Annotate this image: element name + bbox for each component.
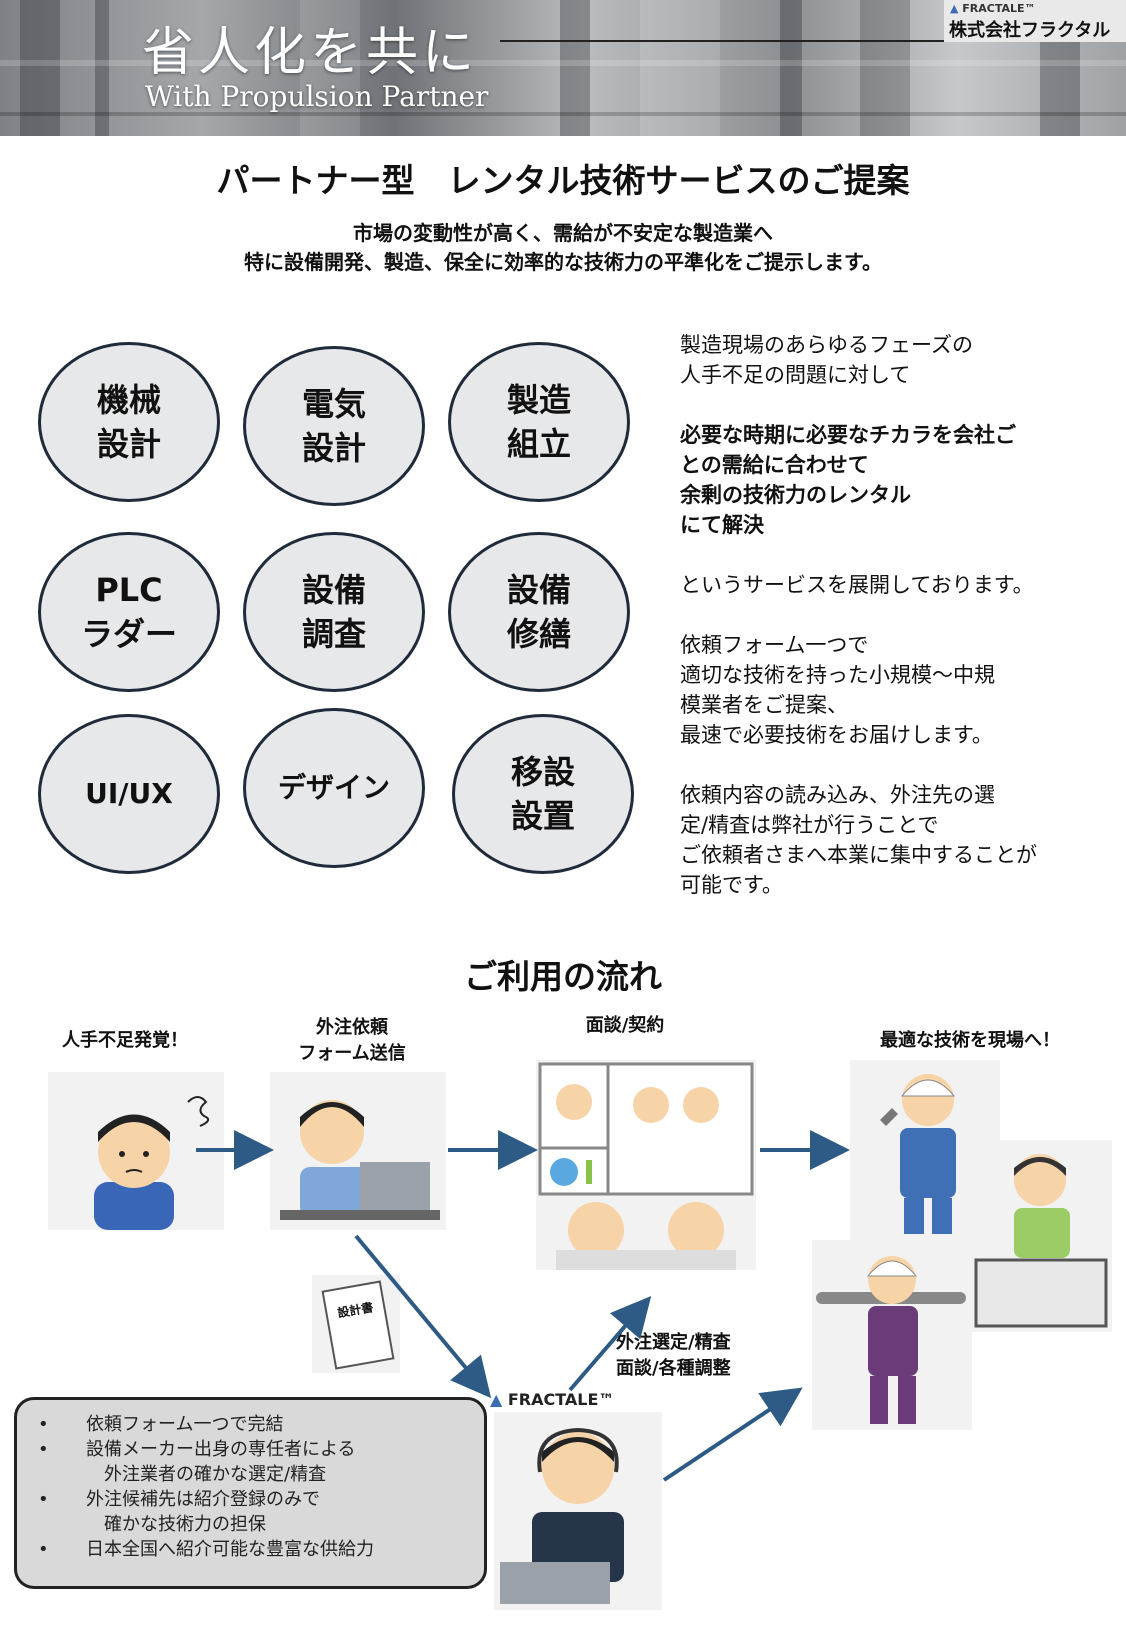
triangle-logo-icon: ▲ (950, 2, 963, 15)
feature-bullet-1: • (38, 1414, 49, 1435)
headset-operator-icon (500, 1427, 624, 1604)
feature-2: 設備メーカー出身の専任者による 外注業者の確かな選定/精査 (86, 1439, 356, 1485)
lead-line-1: 市場の変動性が高く、需給が不安定な製造業へ (353, 221, 773, 245)
description-service: というサービスを展開しております。 (680, 573, 1034, 597)
banner-subtitle: With Propulsion Partner (145, 80, 489, 113)
lead-line-2: 特に設備開発、製造、保全に効率的な技術力の平準化をご提示します。 (244, 250, 882, 274)
service-electrical-design: 電気設計 (243, 346, 425, 506)
description-intro: 製造現場のあらゆるフェーズの 人手不足の問題に対して (680, 333, 973, 387)
fractale-operator-logo: ▲ FRACTALE™ (490, 1390, 615, 1409)
step3-label: 面談/契約 (585, 1015, 665, 1036)
service-mechanical-design: 機械設計 (38, 342, 220, 502)
flow-title: ご利用の流れ (464, 957, 662, 996)
description-form: 依頼フォーム一つで 適切な技術を持った小規模～中規 模業者をご提案、 最速で必要… (680, 633, 995, 747)
banner-rule (500, 40, 948, 42)
banner-title: 省人化を共に (142, 23, 479, 83)
service-relocation-installation: 移設設置 (452, 714, 634, 874)
arrow-fractale-to-meeting (568, 1295, 652, 1392)
feature-1: 依頼フォーム一つで完結 (86, 1414, 284, 1435)
description-benefit: 依頼内容の読み込み、外注先の選 定/精査は弊社が行うことで ご依頼者さまへ本業に… (680, 783, 1037, 897)
triangle-logo-icon: ▲ (490, 1390, 508, 1409)
logo-area (944, 0, 1126, 42)
feature-bullet-4: • (38, 1539, 49, 1560)
laptop-user-icon (280, 1100, 440, 1220)
design-document-illustration: 設計書 (312, 1275, 400, 1373)
fractale-logo: ▲ FRACTALE™ (950, 2, 1036, 15)
features-box (14, 1397, 487, 1589)
worker-with-pipe-icon (816, 1256, 966, 1424)
page-title: パートナー型 レンタル技術サービスのご提案 (216, 161, 910, 200)
step4-label: 最適な技術を現場へ！ (880, 1030, 1060, 1051)
worried-person-illustration (48, 1072, 224, 1230)
service-equipment-survey: 設備調査 (243, 532, 425, 692)
arrow-fractale-to-site (662, 1387, 803, 1482)
video-meeting-icon (538, 1062, 754, 1270)
worried-person-icon (94, 1096, 210, 1230)
feature-bullet-3: • (38, 1489, 49, 1510)
feature-bullet-2: • (38, 1439, 49, 1460)
worker-with-wrench-icon (880, 1074, 956, 1234)
laptop-person-illustration (270, 1072, 446, 1230)
feature-3: 外注候補先は紹介登録のみで 確かな技術力の担保 (86, 1489, 320, 1535)
operator-illustration (494, 1412, 662, 1610)
service-ui-ux: UI/UX (38, 714, 220, 874)
header-banner (0, 0, 1126, 136)
service-manufacturing-assembly: 製造組立 (448, 342, 630, 502)
company-name: 株式会社フラクタル (949, 20, 1111, 41)
step1-label: 人手不足発覚！ (62, 1030, 188, 1051)
worker-pipe-illustration (812, 1240, 972, 1430)
arrow-form-to-fractale (354, 1234, 492, 1399)
feature-4: 日本全国へ紹介可能な豊富な供給力 (86, 1539, 374, 1560)
engineer-drawing-illustration (970, 1140, 1112, 1332)
service-design: デザイン (243, 708, 425, 868)
service-equipment-repair: 設備修繕 (448, 532, 630, 692)
meeting-illustration (536, 1060, 756, 1270)
engineer-with-drawing-icon (974, 1154, 1108, 1328)
step2-label: 外注依頼 フォーム送信 (298, 1017, 406, 1064)
description-solution: 必要な時期に必要なチカラを会社ご との需給に合わせて 余剰の技術力のレンタル に… (680, 423, 1016, 537)
